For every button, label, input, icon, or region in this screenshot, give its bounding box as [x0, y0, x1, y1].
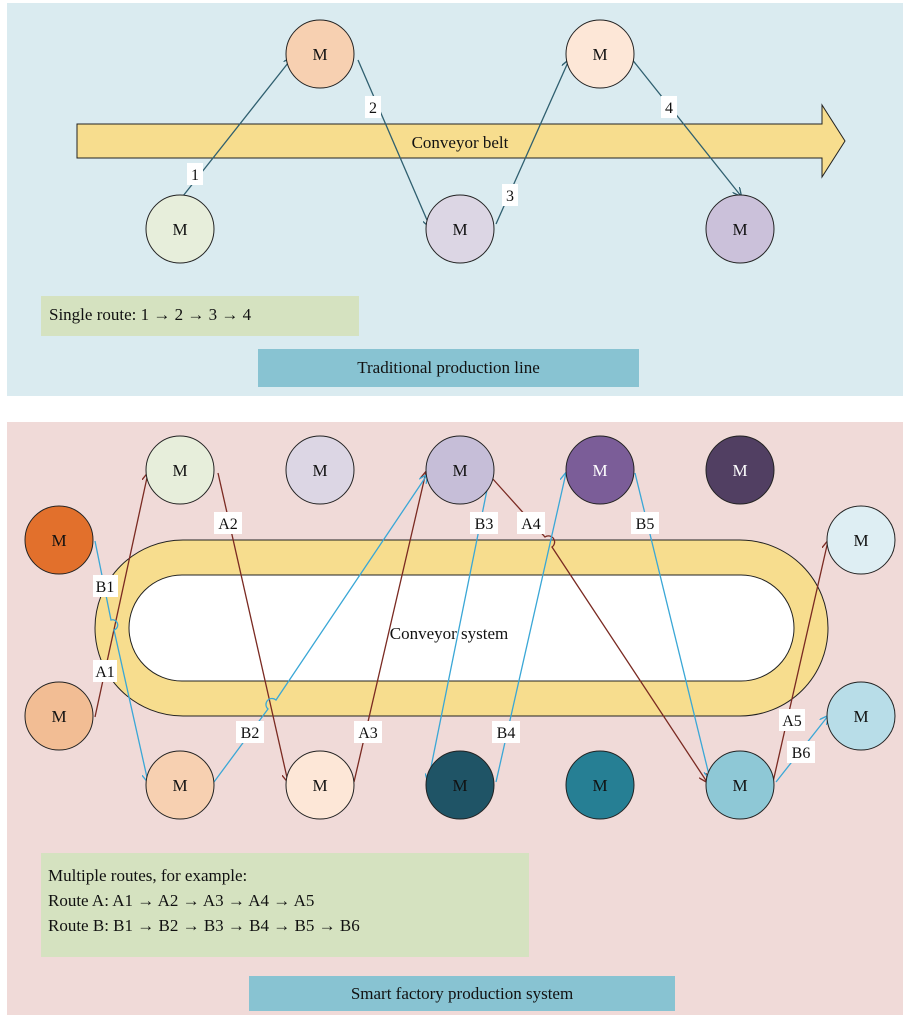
route-step-label: 4 [665, 100, 673, 117]
machine-label: M [592, 776, 607, 795]
machine-label: M [172, 220, 187, 239]
machine-circle [425, 194, 495, 264]
machine-label: M [853, 707, 868, 726]
route-b-label: B1 [96, 579, 115, 596]
single-route-text: Single route: 1 → 2 → 3 → 4 [49, 305, 252, 324]
top-machines: M M M M M [145, 19, 775, 264]
machine-label: M [172, 776, 187, 795]
traditional-title-text: Traditional production line [357, 358, 540, 377]
machine-label: M [312, 45, 327, 64]
bottom-machines: M M M M M M M M M M M M M M [24, 435, 896, 820]
route-step-label: 2 [369, 100, 377, 117]
machine-label: M [592, 461, 607, 480]
machine-node: M [565, 435, 635, 505]
machine-circle [705, 194, 775, 264]
machine-node: M [285, 19, 355, 89]
route-b-text: Route B: B1 → B2 → B3 → B4 → B5 → B6 [48, 916, 360, 935]
route-step-2-arrow [357, 59, 430, 227]
multiple-routes-box: Multiple routes, for example: Route A: A… [41, 853, 529, 957]
machine-node: M [705, 435, 775, 505]
machine-circle [705, 750, 775, 820]
top-step-labels: 1 2 3 4 [187, 96, 677, 206]
machine-label: M [592, 45, 607, 64]
route-step-label: 1 [191, 167, 199, 184]
machine-node: M [285, 435, 355, 505]
route-a-label: A4 [521, 516, 541, 533]
machine-circle [145, 750, 215, 820]
machine-circle [145, 435, 215, 505]
machine-circle [425, 435, 495, 505]
machine-label: M [172, 461, 187, 480]
machine-label: M [732, 220, 747, 239]
machine-label: M [312, 461, 327, 480]
machine-node: M [826, 681, 896, 751]
conveyor-belt-arrow [76, 103, 846, 179]
machine-node: M [565, 750, 635, 820]
route-b-label: B4 [497, 725, 516, 742]
machine-label: M [51, 707, 66, 726]
route-a-label: A2 [218, 516, 238, 533]
route-b2-arrow [213, 475, 427, 783]
machine-circle [285, 750, 355, 820]
machine-node: M [285, 750, 355, 820]
machine-label: M [732, 461, 747, 480]
machine-node: M [705, 750, 775, 820]
machine-label: M [452, 220, 467, 239]
route-a-label: A3 [358, 725, 378, 742]
smart-factory-title-text: Smart factory production system [350, 984, 574, 1003]
machine-label: M [452, 776, 467, 795]
route-labels: A1 A2 A3 A4 A5 B1 B2 B3 B4 B5 B6 [93, 512, 815, 763]
machine-node: M [145, 194, 215, 264]
machine-node: M [826, 505, 896, 575]
traditional-title: Traditional production line [258, 349, 639, 387]
machine-node: M [425, 194, 495, 264]
route-b1-arrow [94, 540, 148, 782]
machine-node: M [145, 435, 215, 505]
route-b-label: B6 [792, 745, 811, 762]
machine-node: M [565, 19, 635, 89]
conveyor-system-label: Conveyor system [390, 624, 509, 643]
machine-circle [565, 750, 635, 820]
machine-node: M [705, 194, 775, 264]
conveyor-belt-label: Conveyor belt [412, 133, 509, 152]
machine-circle [565, 19, 635, 89]
machine-label: M [452, 461, 467, 480]
route-a4-arrow [491, 477, 707, 782]
single-route-box: Single route: 1 → 2 → 3 → 4 [41, 296, 359, 336]
routes-heading: Multiple routes, for example: [48, 866, 248, 885]
machine-circle [826, 505, 896, 575]
route-b-label: B2 [241, 725, 260, 742]
machine-node: M [24, 505, 94, 575]
route-step-label: 3 [506, 188, 514, 205]
route-b-label: B5 [636, 516, 655, 533]
route-a-label: A1 [95, 664, 115, 681]
machine-node: M [145, 750, 215, 820]
machine-node: M [24, 681, 94, 751]
machine-label: M [853, 531, 868, 550]
route-a5-arrow [772, 541, 828, 783]
machine-label: M [312, 776, 327, 795]
route-a-label: A5 [782, 713, 802, 730]
machine-circle [826, 681, 896, 751]
conveyor-system-inner [128, 574, 795, 682]
machine-label: M [51, 531, 66, 550]
machine-circle [425, 750, 495, 820]
machine-circle [285, 19, 355, 89]
machine-circle [285, 435, 355, 505]
route-a-text: Route A: A1 → A2 → A3 → A4 → A5 [48, 891, 315, 910]
machine-label: M [732, 776, 747, 795]
machine-node: M [425, 750, 495, 820]
machine-circle [705, 435, 775, 505]
route-step-4-arrow [630, 57, 741, 196]
machine-circle [565, 435, 635, 505]
machine-node: M [425, 435, 495, 505]
machine-circle [24, 681, 94, 751]
machine-circle [24, 505, 94, 575]
machine-circle [145, 194, 215, 264]
smart-factory-title: Smart factory production system [249, 976, 675, 1011]
route-b-label: B3 [475, 516, 494, 533]
